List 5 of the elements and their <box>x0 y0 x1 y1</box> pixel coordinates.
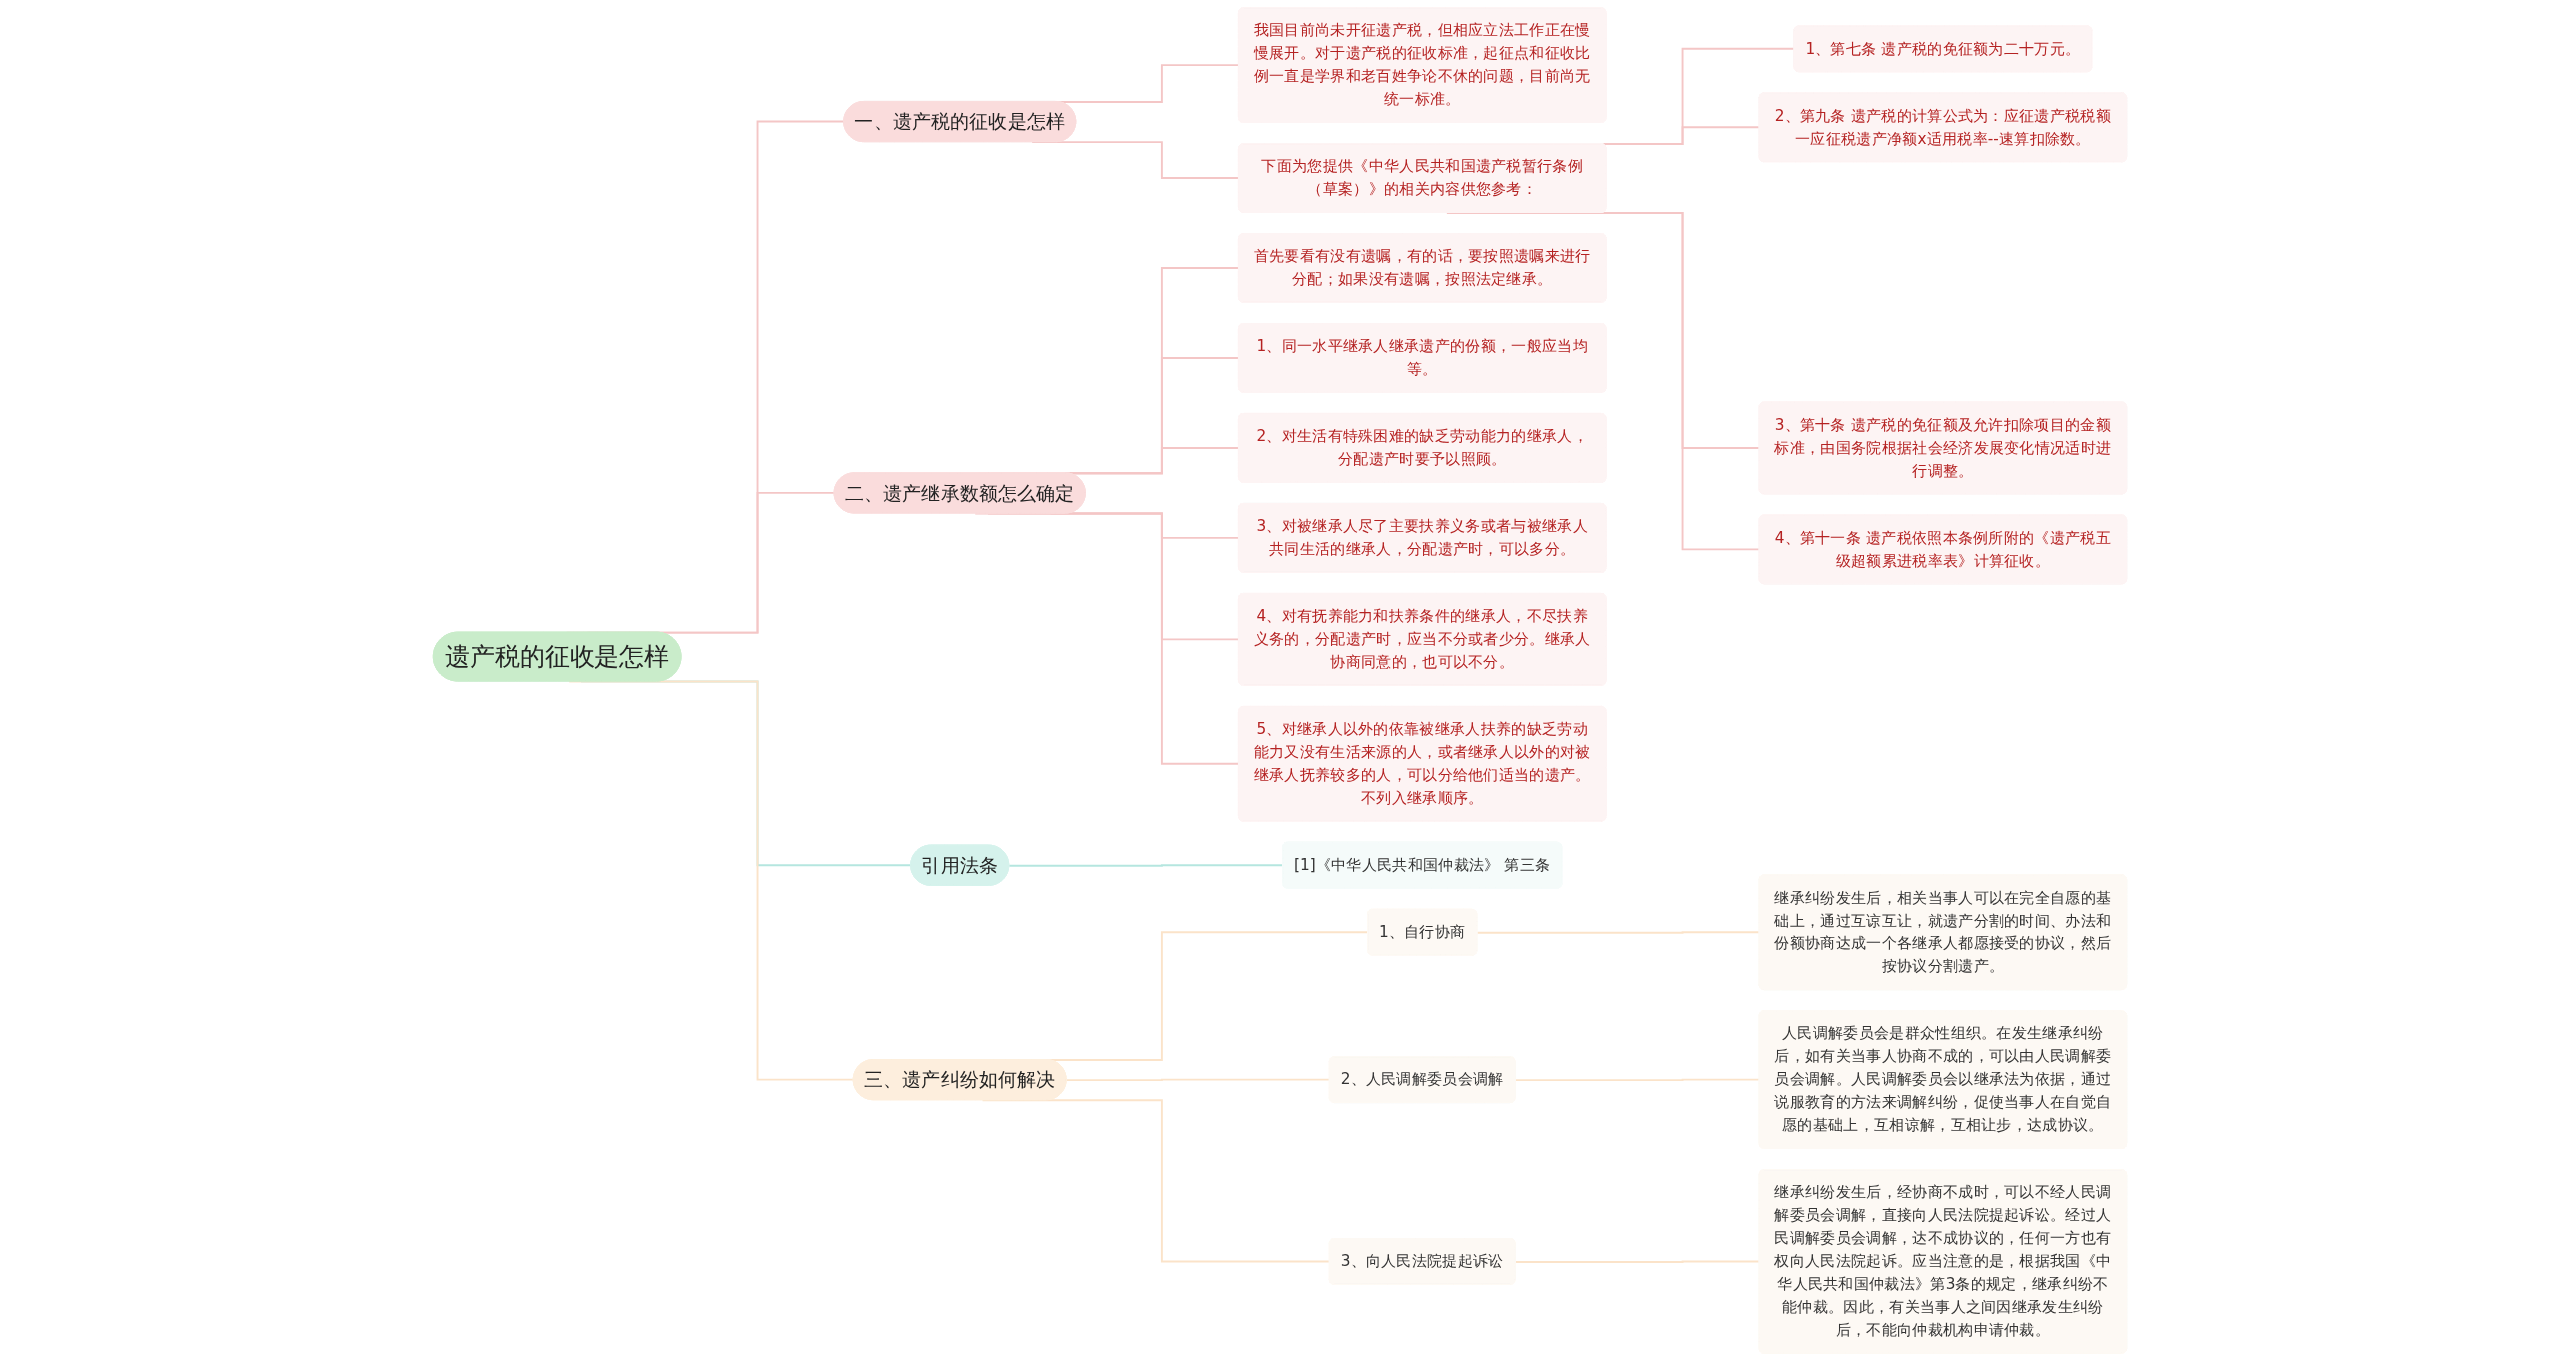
connector <box>1065 1078 1331 1082</box>
connector <box>1476 931 1761 934</box>
connector <box>981 1099 1331 1263</box>
connector <box>1514 1260 1761 1263</box>
connector <box>1514 1078 1761 1082</box>
